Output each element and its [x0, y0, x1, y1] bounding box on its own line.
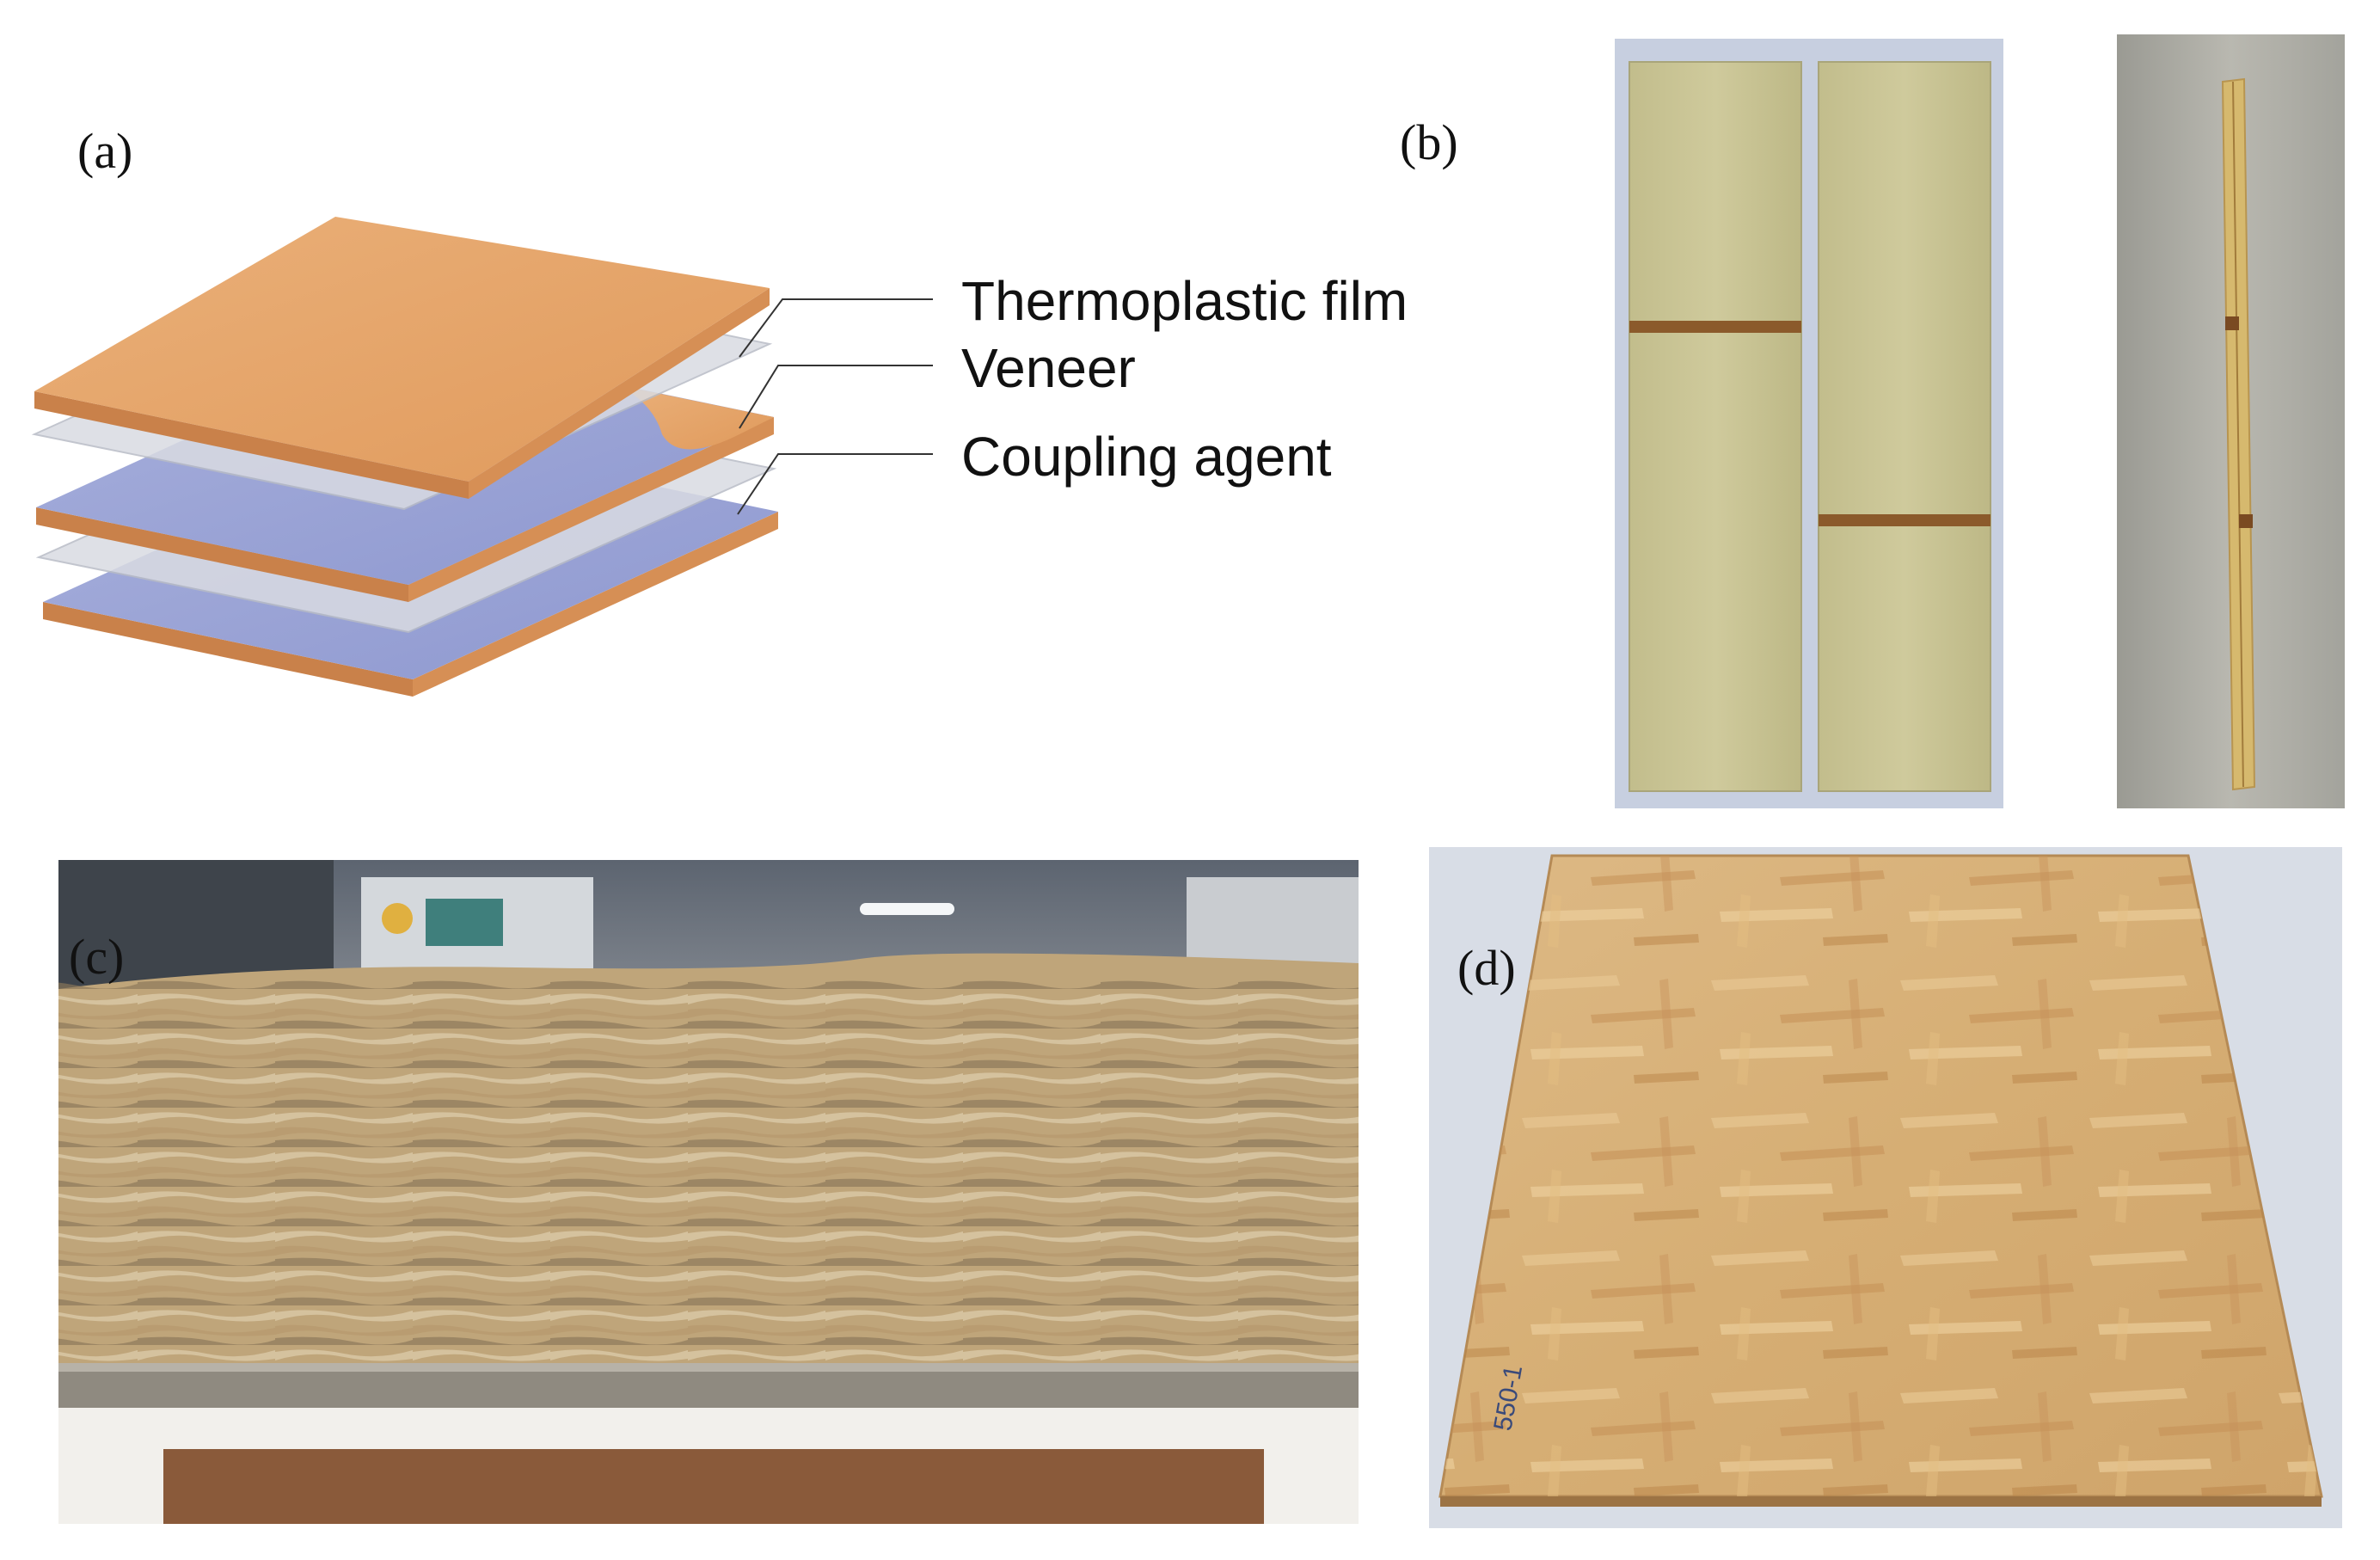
- panel-label-d: (d): [1457, 940, 1516, 996]
- panel-d-board: (d) 550-1: [1429, 847, 2342, 1528]
- panel-label-a: (a): [77, 123, 132, 179]
- panel-label-b: (b): [1400, 114, 1458, 170]
- panel-label-c: (c): [69, 929, 124, 985]
- veneer-layer-top: [34, 217, 770, 499]
- legend-thermoplastic-film: Thermoplastic film: [961, 270, 1408, 332]
- panel-a-schematic: (a) Thermoplas: [31, 123, 1408, 697]
- legend-leaders: [737, 298, 933, 515]
- specimen-front-photo: [1615, 39, 2003, 808]
- specimen-side-photo: [2117, 34, 2345, 808]
- legend-veneer: Veneer: [961, 337, 1136, 399]
- legend-coupling-agent: Coupling agent: [961, 426, 1332, 488]
- panel-c-strand-mat: (c): [58, 860, 1359, 1524]
- panel-b-specimens: (b): [1400, 34, 2345, 808]
